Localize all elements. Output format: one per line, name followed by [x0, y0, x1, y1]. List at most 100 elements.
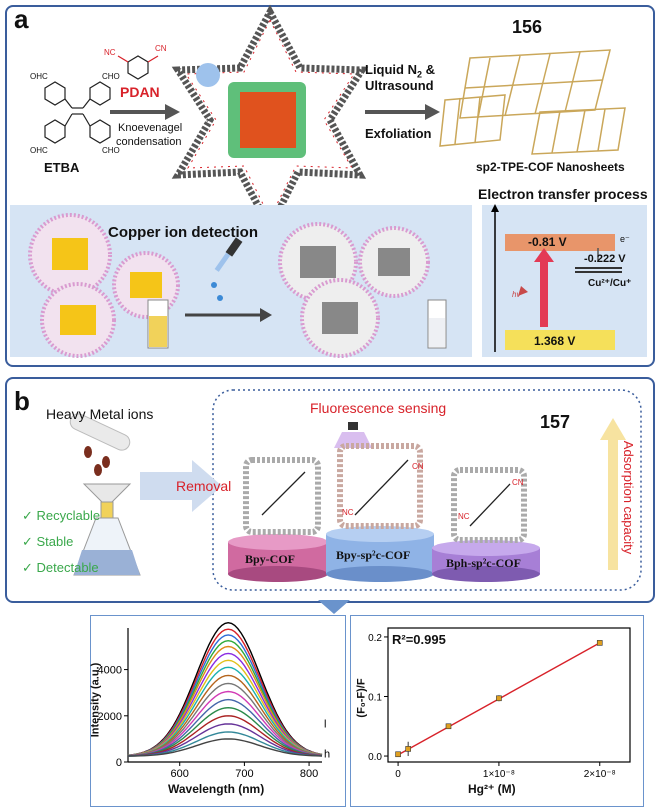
panel-b-label: b — [14, 386, 30, 416]
spec-annotation-h: h — [324, 748, 330, 760]
heavy-metal-label: Heavy Metal ions — [46, 406, 154, 422]
cof-lattice-2 — [337, 443, 423, 529]
pedestal-bpy-sp2c — [326, 526, 434, 582]
fit-x-tick-label: 0 — [395, 769, 401, 780]
et-title: Electron transfer process — [478, 186, 648, 202]
redox-couple: Cu²⁺/Cu⁺ — [588, 278, 632, 289]
spec-xlabel: Wavelength (nm) — [168, 782, 265, 796]
spec-y-tick-label: 2000 — [98, 711, 122, 723]
fit-point-0 — [395, 751, 401, 758]
ref-157: 157 — [540, 412, 571, 432]
spec-x-tick-label: 600 — [171, 768, 189, 780]
fit-point-2 — [445, 723, 452, 730]
fit-xlabel: Hg²⁺ (M) — [468, 782, 516, 796]
spec-series-14 — [127, 723, 323, 757]
cof-label-3: Bph-sp²c-COF — [446, 556, 521, 570]
ref-156: 156 — [512, 17, 543, 37]
cof2-cn: CN — [412, 462, 424, 471]
spec-series-12 — [127, 706, 323, 757]
spec-series-7 — [127, 666, 323, 757]
cof-network — [171, 4, 369, 236]
exfol-line2: Ultrasound — [365, 78, 434, 93]
removal-arrow — [140, 460, 222, 512]
adsorption-arrow — [600, 418, 626, 570]
pdan-cn: CN — [155, 44, 167, 53]
exfol-line3: Exfoliation — [365, 126, 432, 141]
nanosheets — [439, 49, 626, 155]
spec-series-10 — [127, 690, 323, 757]
etba-cho-tl: OHC — [30, 72, 48, 81]
cuvette-clear — [427, 299, 447, 349]
chart-frame-right — [350, 615, 644, 807]
lumo-label: -0.81 V — [528, 235, 567, 249]
dropper — [211, 237, 243, 301]
linker-molecules — [261, 459, 511, 527]
spec-y-tick-label: 0 — [116, 757, 122, 769]
energy-level-diagram — [482, 204, 647, 357]
cof-lattice-1 — [243, 457, 321, 535]
spec-series-16 — [127, 738, 323, 757]
product-label: sp2-TPE-COF Nanosheets — [476, 160, 625, 174]
fit-point-4 — [596, 640, 603, 646]
test-tube — [69, 413, 131, 476]
pedestal-bph-sp2c — [432, 540, 540, 582]
vesicles-after — [278, 222, 430, 358]
redox-label: -0.222 V — [584, 253, 626, 265]
pedestal-bpy — [228, 534, 328, 582]
fit-point-3 — [496, 695, 502, 702]
fit-plot-frame — [387, 627, 631, 763]
cof3-cn: CN — [512, 478, 524, 487]
pdan-nc: NC — [104, 48, 116, 57]
fit-y-tick-label: 0.1 — [368, 692, 382, 703]
panel-a-label: a — [14, 4, 29, 34]
fit-x-tick-label: 1×10⁻⁸ — [483, 769, 515, 780]
electron-label: e⁻ — [620, 234, 630, 244]
homo-label: 1.368 V — [534, 334, 576, 348]
fit-y-tick-label: 0.2 — [368, 633, 382, 644]
pdan-label: PDAN — [120, 84, 160, 100]
check-1: ✓ Recyclable — [22, 508, 101, 523]
etba-cho-br: CHO — [102, 146, 120, 155]
cof-label-1: Bpy-COF — [245, 552, 296, 566]
sensing-label: Fluorescence sensing — [310, 400, 447, 416]
fit-r2: R²=0.995 — [392, 632, 446, 647]
pdan-molecule — [117, 55, 159, 80]
exfoliation-arrow — [365, 104, 440, 120]
detection-label: Copper ion detection — [108, 224, 258, 241]
spec-y-tick-label: 4000 — [98, 665, 122, 677]
etba-molecule — [44, 81, 111, 144]
spec-x-tick-label: 700 — [235, 768, 253, 780]
spec-ylabel: Intensity (a.u.) — [89, 662, 102, 738]
cuvette-yellow — [147, 299, 169, 349]
chart-frame-left — [90, 615, 346, 807]
cof2-nc: NC — [342, 508, 354, 517]
spec-series-8 — [127, 674, 323, 757]
etba-label: ETBA — [44, 160, 80, 175]
fit-x-tick-label: 2×10⁻⁸ — [584, 769, 616, 780]
hv-label: hν — [512, 290, 521, 299]
fit-y-tick-label: 0.0 — [368, 752, 382, 763]
spec-annotation-l: l — [324, 718, 326, 730]
removal-label: Removal — [176, 478, 232, 494]
spec-series-11 — [127, 698, 323, 757]
cof3-nc: NC — [458, 512, 470, 521]
fit-point-1 — [405, 746, 411, 752]
spec-x-tick-label: 800 — [300, 768, 318, 780]
check-3: ✓ Detectable — [22, 560, 99, 575]
panel-a — [5, 5, 655, 367]
reaction-arrow — [110, 104, 180, 120]
reaction-line1: Knoevenagel — [118, 122, 183, 134]
etba-cho-bl: OHC — [30, 146, 48, 155]
spec-series-13 — [127, 715, 323, 757]
cof-label-2: Bpy-sp²c-COF — [336, 548, 411, 562]
detection-arrow — [185, 308, 272, 322]
fit-ylabel: (F₀-F)/F — [355, 678, 368, 718]
exfol-line1: Liquid N2 & — [365, 62, 436, 80]
check-2: ✓ Stable — [22, 534, 74, 549]
reaction-line2: condensation — [116, 136, 182, 148]
down-arrow — [318, 600, 350, 614]
spec-series-9 — [127, 682, 323, 757]
